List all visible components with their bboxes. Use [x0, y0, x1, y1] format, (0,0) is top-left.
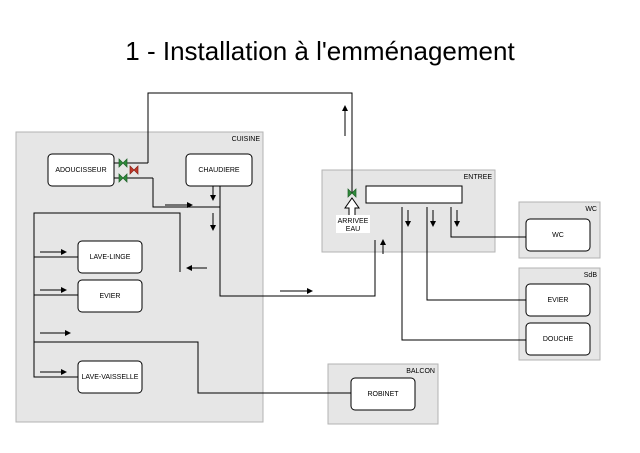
device-label-chaudiere: CHAUDIERE: [198, 167, 240, 174]
pipe-robinet: [34, 341, 352, 394]
device-label-wc: WC: [552, 232, 564, 239]
room-label-entree: ENTREE: [464, 174, 493, 181]
device-chaudiere: [185, 153, 253, 187]
valve-entree-icon: [347, 188, 357, 198]
device-label-evier-sdb: EVIER: [547, 297, 568, 304]
device-adoucisseur: [47, 153, 115, 187]
valve-open-bottom-icon: [118, 173, 128, 183]
device-wc: [525, 218, 591, 252]
flow-arrows: [40, 105, 460, 375]
room-label-cuisine: CUISINE: [232, 136, 261, 143]
device-label-lave-vaisselle: LAVE-VAISSELLE: [82, 374, 139, 381]
pipe-to-chaudiere: [152, 178, 220, 208]
device-evier-cuisine: [77, 279, 143, 313]
arrivee-eau-bg: [336, 215, 370, 233]
pipe-kitchen-distribution: [33, 212, 181, 378]
device-robinet: [350, 377, 416, 411]
device-lave-linge: [77, 240, 143, 274]
device-lave-vaisselle: [77, 360, 143, 394]
valve-open-top-icon: [118, 158, 128, 168]
device-label-douche: DOUCHE: [543, 336, 574, 343]
device-label-lave-linge: LAVE-LINGE: [90, 254, 131, 261]
arrivee-eau-label-2: EAU: [346, 226, 360, 233]
device-evier-sdb: [525, 283, 591, 317]
pipe-wc: [450, 207, 526, 238]
device-label-adoucisseur: ADOUCISSEUR: [55, 167, 106, 174]
room-label-wc: WC: [585, 206, 597, 213]
pipe-main-supply: [147, 92, 353, 193]
valve-closed-icon: [129, 165, 139, 175]
room-label-sdb: SdB: [584, 272, 598, 279]
device-douche: [525, 322, 591, 356]
device-label-robinet: ROBINET: [367, 391, 399, 398]
pipes: [33, 92, 526, 394]
pipe-chaudiere-to-entree: [219, 186, 376, 297]
pipe-evier-sdb: [426, 207, 526, 301]
pipe-douche: [401, 207, 526, 341]
diagram-title: 1 - Installation à l'emménagement: [125, 36, 515, 66]
device-label-evier-cuisine: EVIER: [99, 293, 120, 300]
room-label-balcon: BALCON: [406, 368, 435, 375]
arrivee-eau-label-1: ARRIVEE: [338, 218, 369, 225]
manifold: [365, 185, 463, 204]
